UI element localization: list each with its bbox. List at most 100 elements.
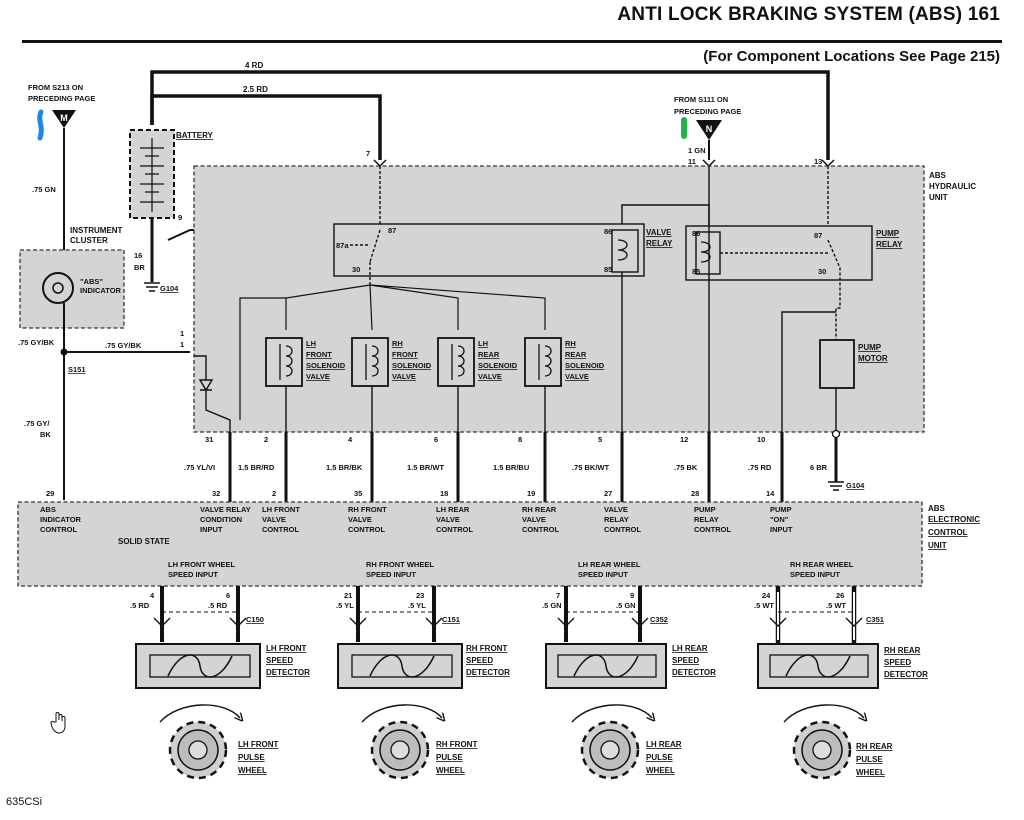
wire-label-25rd: 2.5 RD (243, 85, 268, 94)
pump-motor-label-2: MOTOR (858, 354, 888, 363)
epin-19: 19 (527, 489, 535, 498)
valve-relay-pin-85: 85 (604, 265, 612, 274)
svg-text:DETECTOR: DETECTOR (672, 668, 716, 677)
spin-6: 6 (226, 591, 230, 600)
wire-bottom-3: 1.5 BR/BK (326, 463, 363, 472)
pump-relay-label-1: PUMP (876, 229, 900, 238)
svg-text:DETECTOR: DETECTOR (266, 668, 310, 677)
wheel-speed-input-rh-rear: RH REAR WHEEL SPEED INPUT (790, 560, 854, 579)
ecu-pin-desc-29: ABS INDICATOR CONTROL (40, 505, 82, 534)
solenoid-lh-rear-2: REAR (478, 350, 500, 359)
solenoid-rh-front-2: FRONT (392, 350, 418, 359)
svg-text:INPUT: INPUT (200, 525, 223, 534)
pin-11: 11 (688, 157, 696, 166)
svg-text:PULSE: PULSE (856, 755, 883, 764)
epin-32: 32 (212, 489, 220, 498)
wire-bottom-1: .75 YL/VI (184, 463, 215, 472)
epin-18: 18 (440, 489, 448, 498)
svg-text:DETECTOR: DETECTOR (884, 670, 928, 679)
pin-1a: 1 (180, 329, 184, 338)
speed-detector-lh-front: LH FRONT SPEED DETECTOR (135, 643, 310, 689)
hpin-8: 8 (518, 435, 522, 444)
svg-text:RH FRONT: RH FRONT (466, 644, 507, 653)
wire-label-75gybk-a: .75 GY/BK (18, 338, 55, 347)
svg-text:LH REAR: LH REAR (436, 505, 470, 514)
m-tag-letter: M (60, 113, 68, 123)
svg-text:LH FRONT: LH FRONT (266, 644, 307, 653)
hpin-5: 5 (598, 435, 602, 444)
svg-text:LH REAR: LH REAR (672, 644, 708, 653)
solenoid-lh-front-1: LH (306, 339, 316, 348)
svg-text:CONTROL: CONTROL (522, 525, 559, 534)
svg-text:VALVE RELAY: VALVE RELAY (200, 505, 251, 514)
ecu-top-pins: 29 32 2 35 18 19 27 28 14 (46, 489, 775, 498)
svg-text:CONTROL: CONTROL (348, 525, 385, 534)
solenoid-rh-rear-3: SOLENOID (565, 361, 605, 370)
valve-relay-pin-86: 86 (604, 227, 612, 236)
hydraulic-top-pins: 7 11 13 (366, 149, 835, 168)
ground-g104-right: G104 (846, 481, 865, 490)
spin-26: 26 (836, 591, 844, 600)
pin-16: 16 (134, 251, 142, 260)
solenoid-rh-rear-2: REAR (565, 350, 587, 359)
cluster-label-2: CLUSTER (70, 236, 108, 245)
epin-14: 14 (766, 489, 775, 498)
swire-8: .5 WT (826, 601, 846, 610)
svg-text:RH FRONT: RH FRONT (436, 740, 477, 749)
pulse-wheel-rh-front: RH FRONT PULSE WHEEL (361, 704, 477, 780)
epin-2: 2 (272, 489, 276, 498)
svg-text:INPUT: INPUT (770, 525, 793, 534)
svg-text:"ON": "ON" (770, 515, 789, 524)
instrument-cluster: INSTRUMENT CLUSTER "ABS" INDICATOR .75 G… (18, 226, 190, 500)
hydraulic-label-1: ABS (929, 171, 947, 180)
sensor-wires: C150 C151 C352 C351 (153, 586, 884, 644)
abs-relay-box (333, 223, 645, 277)
svg-text:CONDITION: CONDITION (200, 515, 242, 524)
speed-detector-lh-rear: LH REAR SPEED DETECTOR (545, 643, 716, 689)
speed-detector-rh-front: RH FRONT SPEED DETECTOR (337, 643, 510, 689)
swire-2: .5 RD (208, 601, 228, 610)
svg-text:LH FRONT WHEEL: LH FRONT WHEEL (168, 560, 235, 569)
component-location-note: (For Component Locations See Page 215) (703, 48, 1000, 65)
relay-pin-87: 87 (388, 226, 396, 235)
abs-hydraulic-unit: ABS HYDRAULIC UNIT 87 87a 30 86 85 VALVE… (193, 165, 976, 433)
from-s213-line1: FROM S213 ON (28, 83, 83, 92)
pump-motor-box (819, 339, 855, 389)
svg-text:WHEEL: WHEEL (646, 766, 675, 775)
wire-label-75gn: .75 GN (32, 185, 56, 194)
spin-9: 9 (630, 591, 634, 600)
hpin-31: 31 (205, 435, 213, 444)
spin-4: 4 (150, 591, 155, 600)
header-rule (22, 40, 1002, 43)
spin-23: 23 (416, 591, 424, 600)
svg-text:CONTROL: CONTROL (694, 525, 731, 534)
swire-6: .5 GN (616, 601, 636, 610)
solenoid-lh-front-2: FRONT (306, 350, 332, 359)
connector-c351: C351 (866, 615, 884, 624)
solenoid-lh-rear-1: LH (478, 339, 488, 348)
ecu-pin-desc-35: RH FRONT VALVE CONTROL (348, 505, 387, 534)
solenoid-rh-front-3: SOLENOID (392, 361, 432, 370)
pin-13: 13 (814, 157, 822, 166)
svg-text:CONTROL: CONTROL (40, 525, 77, 534)
ecu-label-2: ELECTRONIC (928, 515, 980, 524)
svg-text:PUMP: PUMP (694, 505, 716, 514)
swire-7: .5 WT (754, 601, 774, 610)
hpin-4: 4 (348, 435, 353, 444)
epin-35: 35 (354, 489, 362, 498)
pump-relay-label-2: RELAY (876, 240, 903, 249)
relay-pin-87a: 87a (336, 241, 349, 250)
pin-9: 9 (178, 213, 182, 222)
wire-label-1gn: 1 GN (688, 146, 706, 155)
model-label: 635CSi (6, 796, 43, 808)
hpin-2: 2 (264, 435, 268, 444)
swire-5: .5 GN (542, 601, 562, 610)
connector-c352: C352 (650, 615, 668, 624)
svg-text:DETECTOR: DETECTOR (466, 668, 510, 677)
svg-text:RH REAR: RH REAR (884, 646, 921, 655)
hydraulic-label-2: HYDRAULIC (929, 182, 976, 191)
svg-text:WHEEL: WHEEL (856, 768, 885, 777)
pin-1b: 1 (180, 340, 184, 349)
wheel-speed-input-lh-rear: LH REAR WHEEL SPEED INPUT (578, 560, 641, 579)
wire-bottom-4: 1.5 BR/WT (407, 463, 445, 472)
